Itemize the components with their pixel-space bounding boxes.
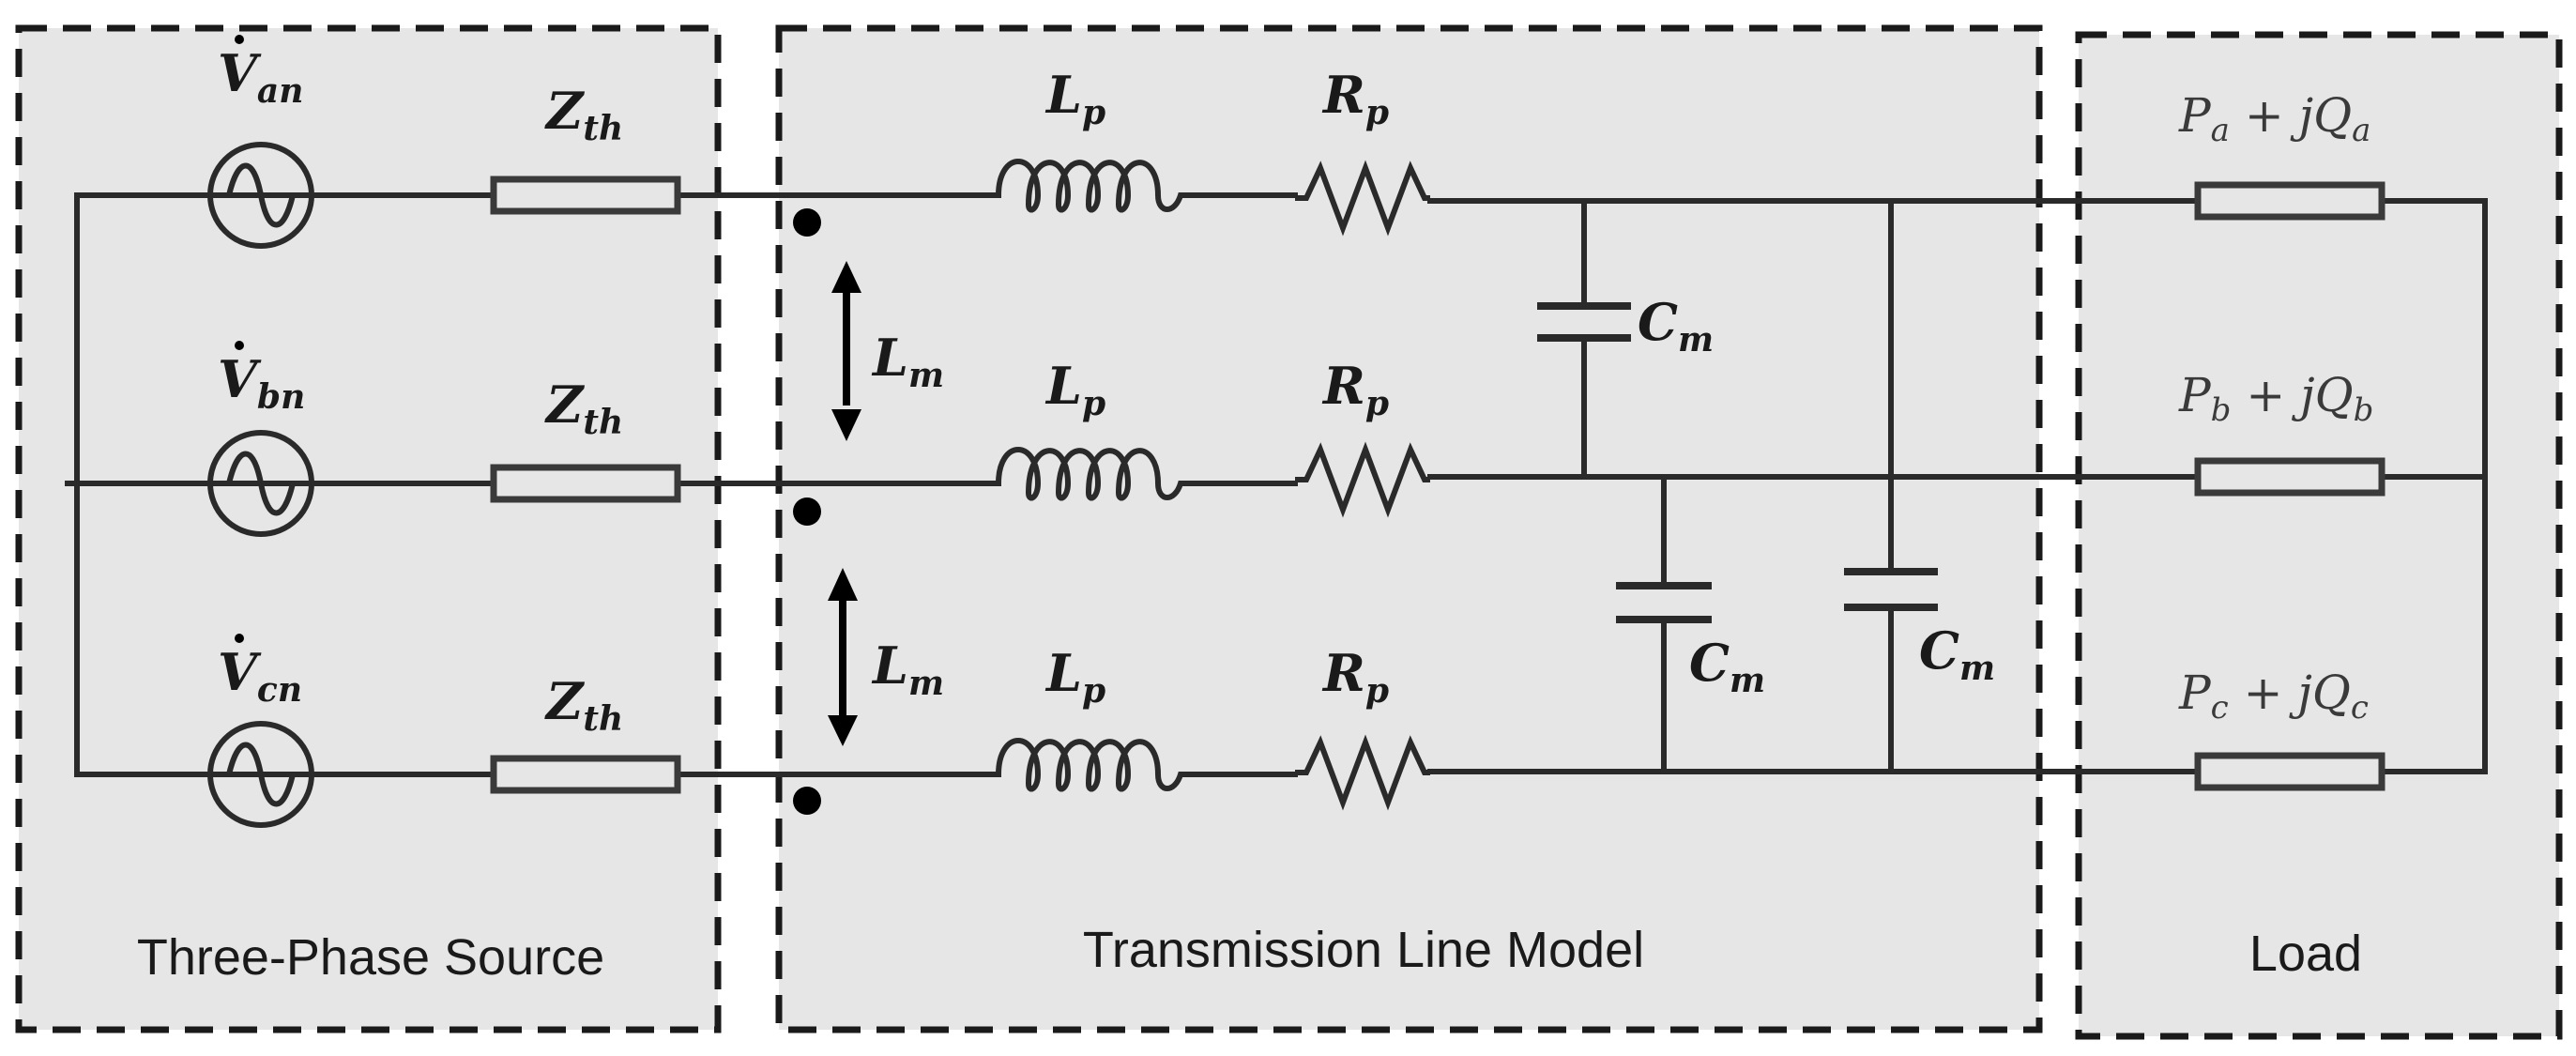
lp-label-c: Lp	[1044, 643, 1105, 711]
load-label-a-q: Q	[2313, 88, 2352, 143]
source-label-a: Van	[218, 35, 303, 111]
mutual-arrow-ab	[831, 261, 861, 441]
load-impedance-c	[2194, 752, 2385, 791]
load-label-c-op: + j	[2229, 666, 2312, 720]
rp-label-a-base: R	[1321, 65, 1365, 125]
load-label-c-p-sub: c	[2211, 689, 2229, 727]
lp-label-a: Lp	[1044, 65, 1105, 132]
rp-label-c-base: R	[1321, 643, 1365, 703]
source-label-b: Vbn	[218, 341, 305, 417]
polarity-dot-b	[793, 497, 821, 526]
load-impedance-a	[2194, 181, 2385, 221]
source-label-c: Vcn	[218, 634, 302, 710]
zth-label-b-sub: th	[583, 403, 623, 442]
rp-label-c: Rp	[1321, 643, 1389, 711]
source-label-a-base: V	[218, 43, 262, 103]
mutual-arrow-bc	[828, 568, 858, 746]
lp-label-c-sub: p	[1082, 671, 1105, 711]
load-label-c-q: Q	[2312, 666, 2351, 720]
zth-label-b-base: Z	[544, 375, 586, 435]
zth-label-c-sub: th	[583, 699, 623, 739]
source-wiring	[65, 192, 802, 777]
load-label-a-q-sub: a	[2352, 112, 2370, 149]
load-label-b-op: + j	[2231, 368, 2314, 422]
thevenin-impedance-b	[490, 464, 681, 503]
lp-label-b-base: L	[1044, 356, 1082, 416]
cm-label-bc: Cm	[1689, 633, 1765, 700]
load-label-b-p-sub: b	[2211, 391, 2232, 429]
zth-label-c: Zth	[544, 671, 623, 739]
load-label-c-p: P	[2178, 666, 2212, 720]
line-wiring	[797, 192, 2084, 777]
lm-label-ab-base: L	[871, 328, 908, 388]
cm-label-ab-base: C	[1638, 292, 1678, 352]
capacitor-bc	[1616, 474, 1712, 774]
rp-label-a-sub: p	[1365, 93, 1389, 132]
capacitor-ab	[1537, 198, 1631, 480]
zth-label-b: Zth	[544, 375, 623, 442]
line-section-title: Transmission Line Model	[1083, 922, 1644, 978]
load-wiring	[2079, 198, 2488, 774]
cm-label-bc-base: C	[1689, 633, 1730, 693]
load-label-b-p: P	[2178, 368, 2212, 422]
cm-label-ac-sub: m	[1959, 649, 1995, 688]
rp-label-b: Rp	[1321, 356, 1389, 423]
load-label-a-op: + j	[2230, 88, 2313, 143]
source-label-c-sub: cn	[257, 670, 302, 710]
source-label-c-base: V	[218, 642, 262, 702]
load-label-b: Pb + jQb	[2178, 368, 2373, 429]
lp-label-b-sub: p	[1082, 384, 1105, 423]
zth-label-a-sub: th	[583, 109, 623, 148]
lm-label-ab-sub: m	[908, 356, 944, 395]
source-label-b-sub: bn	[257, 377, 305, 417]
load-impedance-b	[2194, 457, 2385, 497]
lm-label-bc: Lm	[871, 635, 944, 703]
cm-label-bc-sub: m	[1730, 661, 1765, 700]
zth-label-c-base: Z	[544, 671, 586, 731]
svg-text:Vcn: Vcn	[218, 642, 302, 710]
svg-text:Vbn: Vbn	[218, 349, 305, 417]
load-label-c: Pc + jQc	[2178, 666, 2369, 727]
lp-label-a-sub: p	[1082, 93, 1105, 132]
lm-label-bc-base: L	[871, 635, 908, 696]
zth-label-a: Zth	[544, 81, 623, 148]
rp-label-c-sub: p	[1365, 671, 1389, 711]
zth-label-a-base: Z	[544, 81, 586, 141]
cm-label-ac-base: C	[1919, 620, 1959, 681]
source-section-title: Three-Phase Source	[137, 929, 604, 986]
svg-text:Van: Van	[218, 43, 303, 111]
lp-label-b: Lp	[1044, 356, 1105, 423]
lm-label-bc-sub: m	[908, 664, 944, 703]
cm-label-ac: Cm	[1919, 620, 1995, 688]
lp-label-a-base: L	[1044, 65, 1082, 125]
cm-label-ab: Cm	[1638, 292, 1714, 360]
rp-label-b-base: R	[1321, 356, 1365, 416]
lm-label-ab: Lm	[871, 328, 944, 395]
load-label-b-q-sub: b	[2354, 391, 2374, 429]
capacitor-ac	[1844, 198, 1938, 774]
load-section-title: Load	[2249, 926, 2362, 982]
load-label-c-q-sub: c	[2351, 689, 2369, 727]
thevenin-impedance-c	[490, 755, 681, 794]
load-label-a-p-sub: a	[2211, 112, 2230, 149]
load-label-a: Pa + jQa	[2178, 88, 2370, 149]
rp-label-b-sub: p	[1365, 384, 1389, 423]
load-label-a-p: P	[2178, 88, 2212, 143]
thevenin-impedance-a	[490, 176, 681, 215]
lp-label-c-base: L	[1044, 643, 1082, 703]
source-label-a-sub: an	[257, 71, 304, 111]
cm-label-ab-sub: m	[1678, 320, 1714, 360]
source-label-b-base: V	[218, 349, 262, 409]
load-label-b-q: Q	[2315, 368, 2354, 422]
polarity-dot-c	[793, 787, 821, 815]
rp-label-a: Rp	[1321, 65, 1389, 132]
polarity-dot-a	[793, 208, 821, 237]
